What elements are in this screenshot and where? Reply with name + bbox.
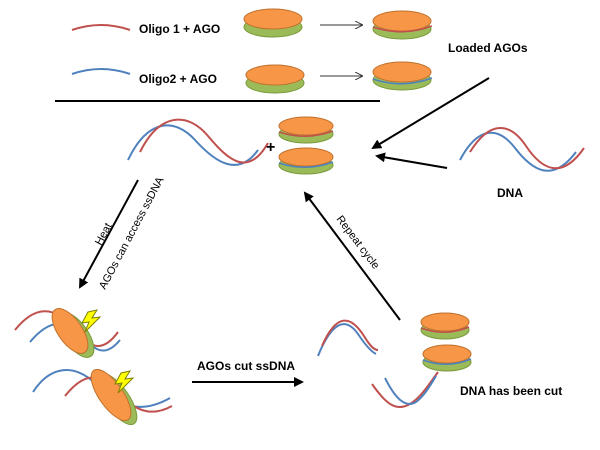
loaded-ago-pair-center <box>278 116 334 175</box>
lightning-icon <box>81 309 102 333</box>
ago-protein-unloaded-2 <box>245 64 305 94</box>
heat-label: Heat <box>93 221 115 247</box>
repeat-cycle-arrow <box>303 191 401 321</box>
oligo2-strand <box>71 68 131 75</box>
dsdna-double-helix-right <box>459 127 585 172</box>
dna-has-been-cut-label: DNA has been cut <box>460 384 562 398</box>
ago-protein-unloaded-1 <box>243 8 303 38</box>
lightning-icon <box>114 370 135 394</box>
plus-sign: + <box>266 139 275 156</box>
dna-label: DNA <box>497 186 523 200</box>
released-ago-pair <box>420 312 472 372</box>
dsdna-double-helix-center <box>127 118 269 166</box>
cut-dna-fragments-upper <box>317 319 379 357</box>
arrow-dna-to-center <box>375 152 448 169</box>
loaded-agos-label: Loaded AGOs <box>448 41 528 55</box>
agos-cut-ssdna-label: AGOs cut ssDNA <box>197 359 295 373</box>
ago-loaded-oligo2 <box>372 61 433 91</box>
oligo1-label: Oligo 1 + AGO <box>139 22 220 36</box>
cut-dna-fragments-lower <box>371 371 439 409</box>
arrow-loaded-to-center <box>371 77 490 150</box>
oligo1-strand <box>71 24 131 31</box>
ago-bound-ssdna-lower <box>32 368 173 426</box>
heat-arrow <box>79 179 139 289</box>
oligo2-label: Oligo2 + AGO <box>139 72 217 86</box>
ago-bound-ssdna-upper <box>14 308 121 358</box>
ago-loaded-oligo1 <box>372 10 433 40</box>
